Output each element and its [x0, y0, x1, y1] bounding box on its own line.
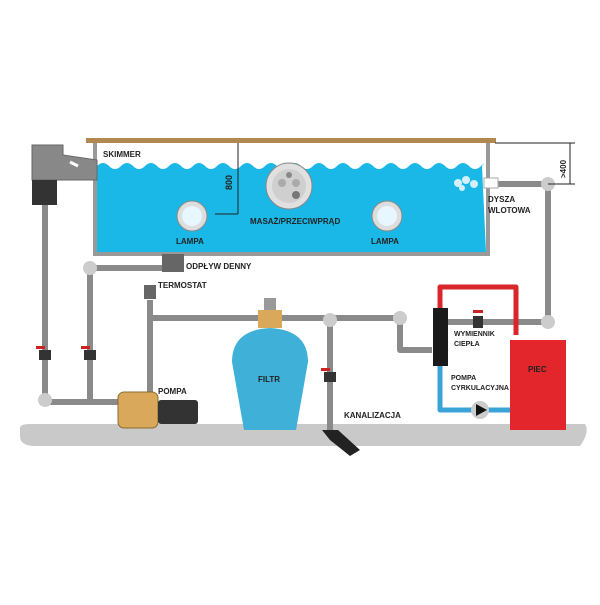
filter-label: FILTR [258, 375, 280, 384]
ground [20, 424, 587, 446]
nozzle-label-1: DYSZA [488, 195, 515, 204]
circ-pump-label-2: CYRKULACYJNA [451, 385, 509, 392]
massage-jet [265, 162, 313, 210]
valve-icon[interactable] [473, 310, 483, 328]
pump [117, 391, 198, 429]
lamp-right-label: LAMPA [371, 237, 399, 246]
bottom-drain [162, 254, 184, 272]
sewer-drain [322, 430, 360, 456]
circ-pump-label-1: POMPA [451, 375, 476, 382]
heat-exchanger-label-2: CIEPŁA [454, 341, 480, 348]
depth-dimension [215, 143, 239, 215]
skimmer [31, 144, 98, 205]
bottom-drain-label: ODPŁYW DENNY [186, 262, 252, 271]
massage-label: MASAŻ/PRZECIWPRĄD [250, 217, 340, 226]
valve-icon[interactable] [36, 346, 51, 360]
skimmer-label: SKIMMER [103, 150, 141, 159]
heat-exchanger-label-1: WYMIENNIK [454, 331, 495, 338]
heat-exchanger [433, 308, 448, 366]
height-dimension [495, 142, 575, 185]
valve-icon[interactable] [321, 368, 336, 382]
lamp-left-label: LAMPA [176, 237, 204, 246]
lamp-left [176, 200, 208, 232]
circulation-pump [471, 401, 489, 419]
thermostat-label: TERMOSTAT [158, 281, 207, 290]
pump-label: POMPA [158, 387, 187, 396]
depth-label: 800 [224, 175, 234, 190]
hot-water-pipe [437, 284, 519, 335]
thermostat [144, 285, 156, 299]
pipe-elbows [38, 177, 555, 407]
bubbles [454, 176, 478, 191]
filter [232, 298, 308, 430]
boiler [510, 340, 566, 430]
sewer-label: KANALIZACJA [344, 411, 401, 420]
nozzle-label-2: WLOTOWA [488, 206, 531, 215]
nozzle [483, 177, 499, 189]
boiler-label: PIEC [528, 365, 547, 374]
height-label: >400 [559, 159, 568, 178]
lamp-right [371, 200, 403, 232]
valve-icon[interactable] [81, 346, 96, 360]
